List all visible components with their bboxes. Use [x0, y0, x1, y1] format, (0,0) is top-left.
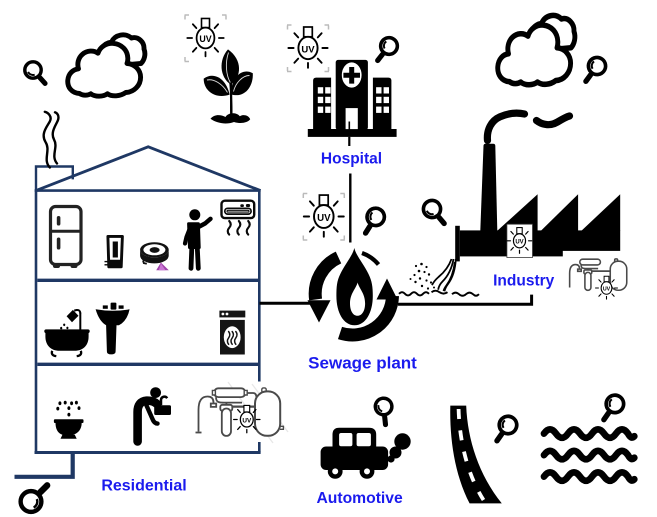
svg-text:Sewage plant: Sewage plant — [308, 354, 417, 373]
svg-text:Residential: Residential — [101, 478, 186, 495]
svg-text:Automotive: Automotive — [316, 490, 403, 507]
svg-text:Industry: Industry — [493, 273, 555, 290]
svg-text:Hospital: Hospital — [321, 151, 382, 168]
